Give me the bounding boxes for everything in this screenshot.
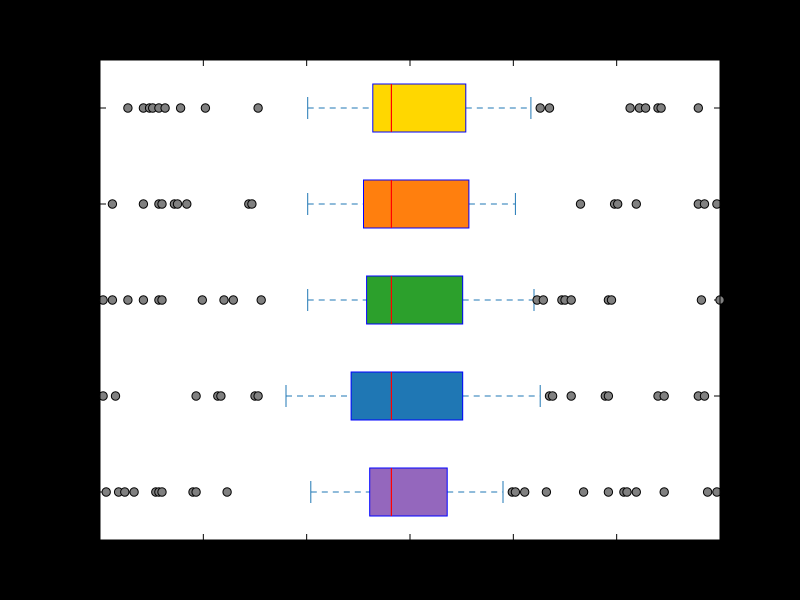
plot-frame xyxy=(99,59,721,541)
flier-point xyxy=(172,199,183,209)
flier-point xyxy=(138,199,149,209)
flier-point xyxy=(129,487,139,497)
flier-point xyxy=(613,199,623,209)
flier-point xyxy=(544,103,555,113)
flier-point xyxy=(566,391,576,401)
box-iqr xyxy=(372,83,467,133)
flier-point xyxy=(699,391,710,401)
flier-point xyxy=(253,103,263,113)
flier-point xyxy=(640,103,651,113)
flier-point xyxy=(631,199,641,209)
flier-point xyxy=(216,391,226,401)
flier-point xyxy=(120,487,130,497)
flier-point xyxy=(101,487,111,497)
flier-point xyxy=(538,295,548,305)
flier-point xyxy=(222,487,232,497)
flier-point xyxy=(110,391,121,401)
flier-point xyxy=(157,295,167,305)
flier-point xyxy=(566,295,576,305)
box-group xyxy=(98,275,725,325)
flier-point xyxy=(182,199,192,209)
flier-point xyxy=(603,391,614,401)
box-group xyxy=(101,467,722,517)
flier-point xyxy=(578,487,589,497)
flier-point xyxy=(107,295,118,305)
flier-point xyxy=(702,487,713,497)
flier-point xyxy=(541,487,552,497)
flier-point xyxy=(606,295,617,305)
box-group xyxy=(98,371,710,421)
flier-point xyxy=(699,199,710,209)
flier-point xyxy=(547,391,558,401)
flier-point xyxy=(603,487,614,497)
flier-point xyxy=(123,295,133,305)
box-iqr xyxy=(363,179,470,229)
flier-point xyxy=(631,487,641,497)
flier-point xyxy=(622,487,632,497)
flier-point xyxy=(575,199,586,209)
flier-point xyxy=(535,103,545,113)
flier-point xyxy=(696,295,707,305)
flier-point xyxy=(157,487,167,497)
box-group xyxy=(107,179,722,229)
flier-point xyxy=(659,391,669,401)
flier-point xyxy=(256,295,266,305)
flier-point xyxy=(138,295,149,305)
flier-point xyxy=(510,487,521,497)
flier-point xyxy=(123,103,133,113)
box-iqr xyxy=(350,371,464,421)
flier-point xyxy=(253,391,263,401)
flier-point xyxy=(157,199,167,209)
flier-point xyxy=(656,103,666,113)
box-group xyxy=(123,83,703,133)
flier-point xyxy=(200,103,211,113)
flier-point xyxy=(175,103,186,113)
box-iqr xyxy=(366,275,464,325)
box-iqr xyxy=(369,467,448,517)
flier-point xyxy=(191,391,201,401)
flier-point xyxy=(219,295,229,305)
flier-point xyxy=(659,487,669,497)
flier-point xyxy=(160,103,170,113)
flier-point xyxy=(98,391,108,401)
box-series xyxy=(98,83,725,517)
flier-point xyxy=(712,199,722,209)
flier-point xyxy=(520,487,530,497)
flier-point xyxy=(625,103,635,113)
flier-point xyxy=(107,199,118,209)
flier-point xyxy=(712,487,722,497)
flier-point xyxy=(693,103,703,113)
flier-point xyxy=(191,487,201,497)
flier-point xyxy=(98,295,108,305)
flier-point xyxy=(228,295,239,305)
flier-point xyxy=(247,199,257,209)
flier-point xyxy=(197,295,208,305)
